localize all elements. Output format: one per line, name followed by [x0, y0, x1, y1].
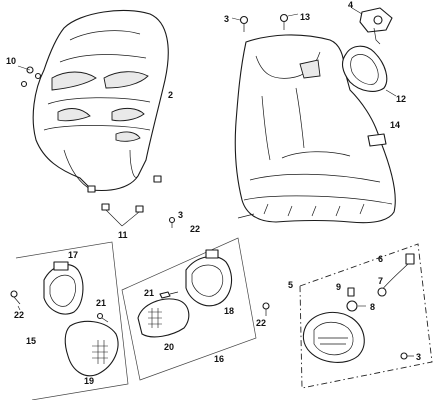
- screw-22-right-part: [262, 302, 270, 316]
- plate-14-part: [367, 133, 387, 147]
- callout-8: 8: [370, 302, 375, 312]
- callout-18: 18: [224, 306, 234, 316]
- callout-20: 20: [164, 342, 174, 352]
- callout-11: 11: [118, 230, 128, 240]
- callout-9: 9: [336, 282, 341, 292]
- lens-20-part: [137, 298, 190, 338]
- callout-16: 16: [214, 354, 224, 364]
- lens-19-part: [64, 320, 119, 377]
- screw-3-bottom-part: [400, 352, 414, 360]
- callout-2: 2: [168, 90, 173, 100]
- front-shield-part: [32, 9, 169, 193]
- callout-21-left: 21: [96, 298, 106, 308]
- ring-12-part: [341, 45, 397, 97]
- housing-17-part: [43, 261, 84, 315]
- switch-4-part: [351, 7, 393, 45]
- callout-21-right: 21: [144, 288, 154, 298]
- callout-4: 4: [348, 0, 353, 10]
- callout-17: 17: [68, 250, 78, 260]
- wire-6-part: [377, 253, 415, 297]
- screw-22-left-part: [10, 290, 21, 311]
- callout-12: 12: [396, 94, 406, 104]
- screw-10-part: [17, 65, 42, 88]
- housing-18-part: [185, 249, 233, 307]
- screw-21-right-part: [159, 291, 179, 299]
- screw-21-left-part: [96, 312, 109, 323]
- callout-22-right: 22: [256, 318, 266, 328]
- callout-22-left: 22: [14, 310, 24, 320]
- lamp-5-part: [302, 311, 365, 363]
- callout-5: 5: [288, 280, 293, 290]
- callout-19: 19: [84, 376, 94, 386]
- screw-3-top-part: [231, 15, 249, 32]
- callout-13: 13: [300, 12, 310, 22]
- group-5-frame: [299, 243, 433, 389]
- callout-3-bottom: 3: [416, 352, 421, 362]
- callout-6: 6: [378, 254, 383, 264]
- callout-3-center: 3: [178, 210, 183, 220]
- group-16-frame: [121, 237, 257, 381]
- screw-13-part: [279, 13, 299, 30]
- callout-14: 14: [390, 120, 400, 130]
- inner-shield-part: [234, 34, 396, 224]
- screw-9-part: [347, 287, 355, 297]
- group-15-frame: [15, 241, 129, 400]
- callout-15: 15: [26, 336, 36, 346]
- screw-3-center-part: [168, 216, 176, 228]
- callout-22-center: 22: [190, 224, 200, 234]
- bulb-8-part: [346, 300, 366, 312]
- callout-3-top: 3: [224, 14, 229, 24]
- callout-7: 7: [378, 276, 383, 286]
- callout-10: 10: [6, 56, 16, 66]
- clip-11-part: [101, 203, 144, 227]
